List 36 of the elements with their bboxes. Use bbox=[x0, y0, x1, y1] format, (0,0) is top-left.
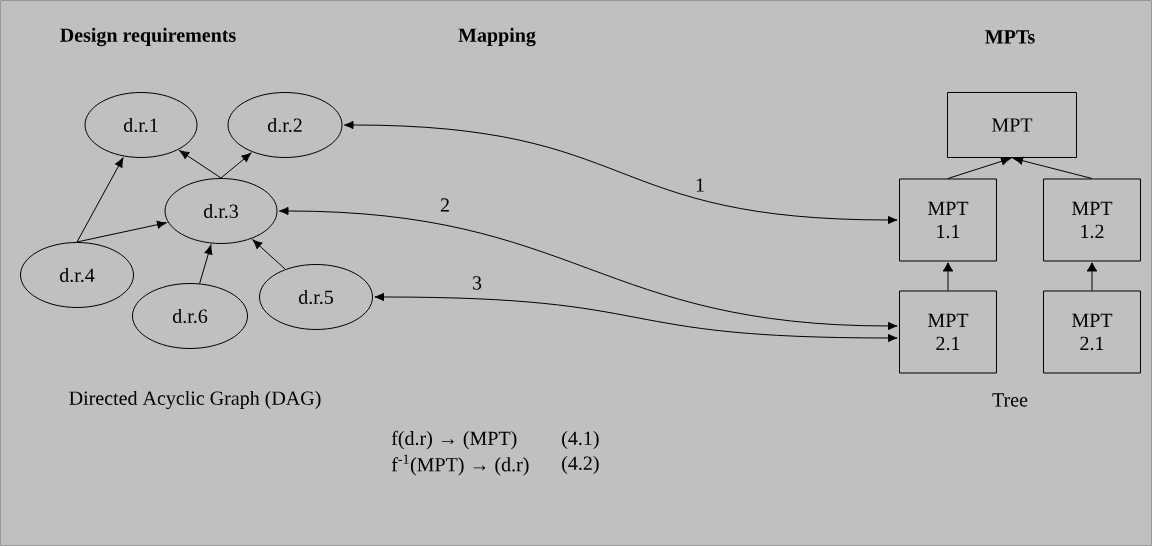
arrow bbox=[220, 152, 252, 179]
arrow bbox=[1013, 156, 1093, 179]
arrow bbox=[278, 206, 898, 331]
tree-box: MPT 1.1 bbox=[899, 178, 997, 262]
tree-box: MPT bbox=[947, 92, 1077, 158]
arrow bbox=[76, 157, 124, 243]
ellipse-node: d.r.4 bbox=[20, 242, 134, 308]
ellipse-node: d.r.2 bbox=[227, 92, 343, 158]
arrow bbox=[1086, 262, 1098, 291]
edge-label: 2 bbox=[438, 196, 452, 214]
ellipse-node: d.r.1 bbox=[84, 92, 198, 158]
tree-box: MPT 1.2 bbox=[1043, 178, 1141, 262]
formula-text: f(d.r) → (MPT) bbox=[391, 430, 517, 450]
ellipse-node: d.r.3 bbox=[164, 178, 278, 244]
arrow bbox=[374, 292, 898, 343]
column-heading: MPTs bbox=[985, 30, 1035, 44]
arrow bbox=[252, 239, 286, 270]
arrow bbox=[199, 244, 213, 284]
tree-box: MPT 2.1 bbox=[899, 290, 997, 374]
caption-text: Directed Acyclic Graph (DAG) bbox=[69, 390, 321, 410]
formula-text: (4.1) bbox=[562, 430, 599, 450]
formula-text: (4.2) bbox=[562, 455, 599, 475]
edge-label: 3 bbox=[470, 274, 484, 292]
ellipse-node: d.r.6 bbox=[132, 283, 248, 349]
arrow bbox=[76, 220, 167, 243]
arrow bbox=[947, 157, 1011, 179]
column-heading: Mapping bbox=[458, 27, 536, 47]
column-heading: Design requirements bbox=[60, 27, 236, 47]
arrow bbox=[179, 150, 222, 179]
arrow bbox=[942, 262, 954, 291]
caption-text: Tree bbox=[992, 393, 1028, 407]
ellipse-node: d.r.5 bbox=[259, 264, 373, 330]
formula-text: f$^{-1}$(MPT) → (d.r) bbox=[391, 454, 529, 476]
edge-label: 1 bbox=[693, 176, 707, 194]
tree-box: MPT 2.1 bbox=[1043, 290, 1141, 374]
arrow bbox=[343, 120, 898, 225]
